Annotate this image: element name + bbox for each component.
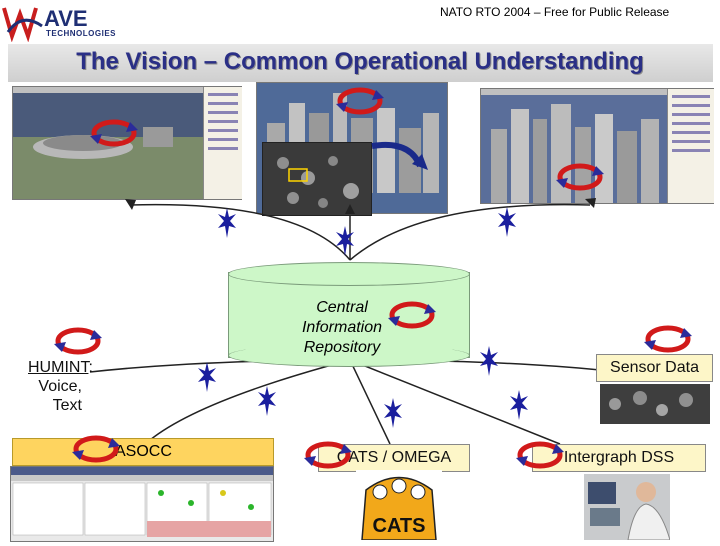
repository-cylinder-base [228, 344, 470, 367]
screenshot-left [12, 86, 242, 200]
humint-line3: Text [52, 397, 82, 414]
intergraph-dss-label: Intergraph DSS [563, 449, 675, 466]
intergraph-photo [584, 474, 671, 541]
data-link-starburst-icon [336, 226, 354, 256]
data-link-starburst-icon [510, 390, 528, 420]
sync-cycle-icon [304, 441, 352, 469]
repository-cylinder-top [228, 262, 470, 286]
sync-cycle-icon [54, 327, 102, 355]
humint-label: HUMINT: Voice, Text [28, 358, 93, 415]
release-note: NATO RTO 2004 – Free for Public Release [440, 5, 670, 19]
humint-title: HUMINT [28, 359, 89, 376]
asocc-screenshot [10, 466, 274, 542]
humint-colon: : [88, 359, 93, 376]
sync-cycle-icon [644, 325, 692, 353]
repository-label: Central Information Repository [260, 298, 424, 358]
cats-logo-text: CATS [373, 515, 426, 537]
logo-main-text: AVE [44, 6, 88, 31]
data-link-starburst-icon [258, 386, 276, 416]
repository-label-line1: Central [316, 299, 368, 316]
data-link-starburst-icon [384, 398, 402, 428]
sync-cycle-icon [516, 441, 564, 469]
repository-label-line3: Repository [303, 339, 381, 356]
cats-logo: CATS [356, 470, 442, 541]
sensor-thermal-image [600, 384, 710, 424]
sync-cycle-icon [90, 119, 138, 147]
cats-omega-label: CATS / OMEGA [336, 449, 452, 466]
sensor-data-box: Sensor Data [596, 354, 713, 382]
sensor-data-label: Sensor Data [610, 359, 699, 376]
zoom-arrow-icon [371, 142, 428, 170]
data-link-starburst-icon [198, 362, 216, 392]
repository-label-line2: Information [301, 319, 383, 336]
title-banner [8, 44, 713, 82]
logo-sub-text: TECHNOLOGIES [46, 29, 117, 38]
asocc-box: ASOCC [12, 438, 274, 466]
slide-title: The Vision – Common Operational Understa… [76, 48, 644, 75]
company-logo: AVE TECHNOLOGIES [0, 0, 120, 44]
humint-line2: Voice, [38, 378, 82, 395]
data-link-starburst-icon [480, 346, 498, 376]
asocc-label: ASOCC [115, 443, 172, 460]
data-link-starburst-icon [218, 208, 236, 238]
thermal-inset-image [262, 142, 372, 216]
sync-cycle-icon [556, 163, 604, 191]
sync-cycle-icon [388, 301, 436, 329]
data-link-starburst-icon [498, 207, 516, 237]
sync-cycle-icon [72, 435, 120, 463]
sync-cycle-icon [336, 87, 384, 115]
wave-logo-icon [2, 7, 43, 42]
